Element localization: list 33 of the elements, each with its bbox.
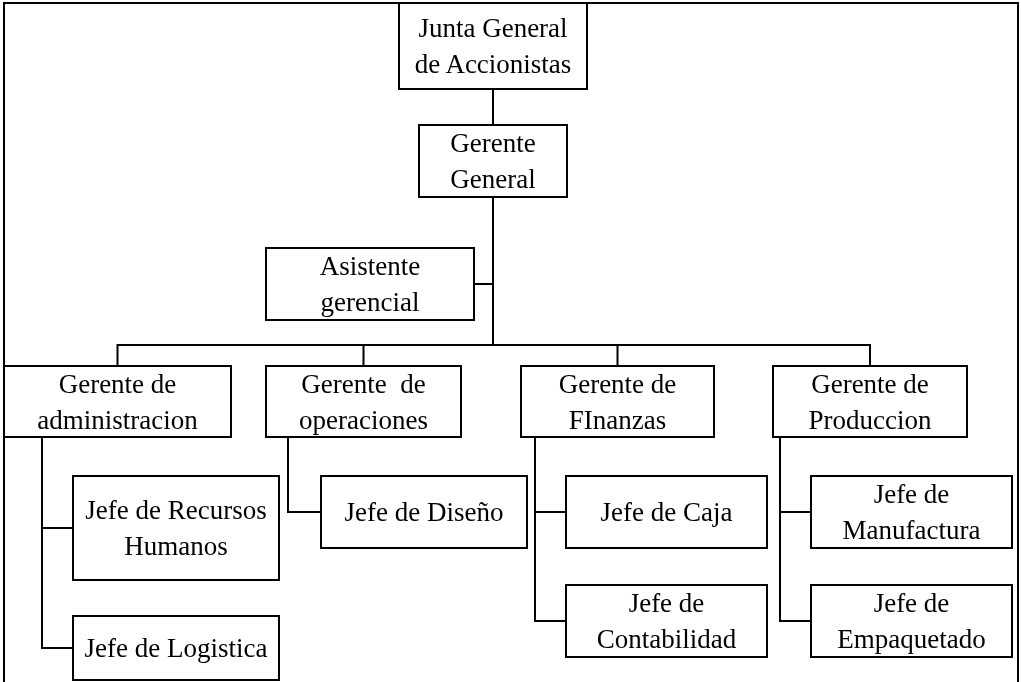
connector-line xyxy=(534,437,566,622)
connector-line xyxy=(779,437,811,622)
org-box xyxy=(72,475,280,581)
connector-line xyxy=(41,437,73,649)
role-title: Junta General de Accionistas xyxy=(413,12,573,81)
org-box xyxy=(772,365,968,438)
role-title: Gerente de Produccion xyxy=(807,367,933,437)
org-box xyxy=(265,365,462,438)
connector-line xyxy=(492,89,494,125)
connector-line xyxy=(287,437,321,513)
org-box xyxy=(418,124,568,198)
org-box xyxy=(810,475,1013,549)
role-title: Gerente General xyxy=(449,127,537,196)
org-box xyxy=(265,247,475,321)
org-box xyxy=(565,584,768,658)
role-title: Jefe de Contabilidad xyxy=(595,587,738,656)
role-title: Jefe de Caja xyxy=(600,496,733,529)
org-box xyxy=(520,365,715,438)
role-title: Jefe de Empaquetado xyxy=(836,587,987,656)
role-title: Gerente de administracion xyxy=(36,367,199,437)
org-box xyxy=(3,365,232,438)
org-box xyxy=(810,584,1013,658)
org-box xyxy=(72,615,280,681)
role-title: Asistente gerencial xyxy=(318,250,422,319)
role-title: Gerente de operaciones xyxy=(298,367,429,437)
role-title: Jefe de Recursos Humanos xyxy=(84,494,268,563)
org-box xyxy=(565,475,768,549)
role-title: Jefe de Logistica xyxy=(84,632,268,665)
org-box xyxy=(320,475,528,549)
org-box xyxy=(398,2,588,90)
role-title: Jefe de Manufactura xyxy=(841,478,982,547)
role-title: Jefe de Diseño xyxy=(344,496,504,529)
role-title: Gerente de FInanzas xyxy=(557,367,678,437)
